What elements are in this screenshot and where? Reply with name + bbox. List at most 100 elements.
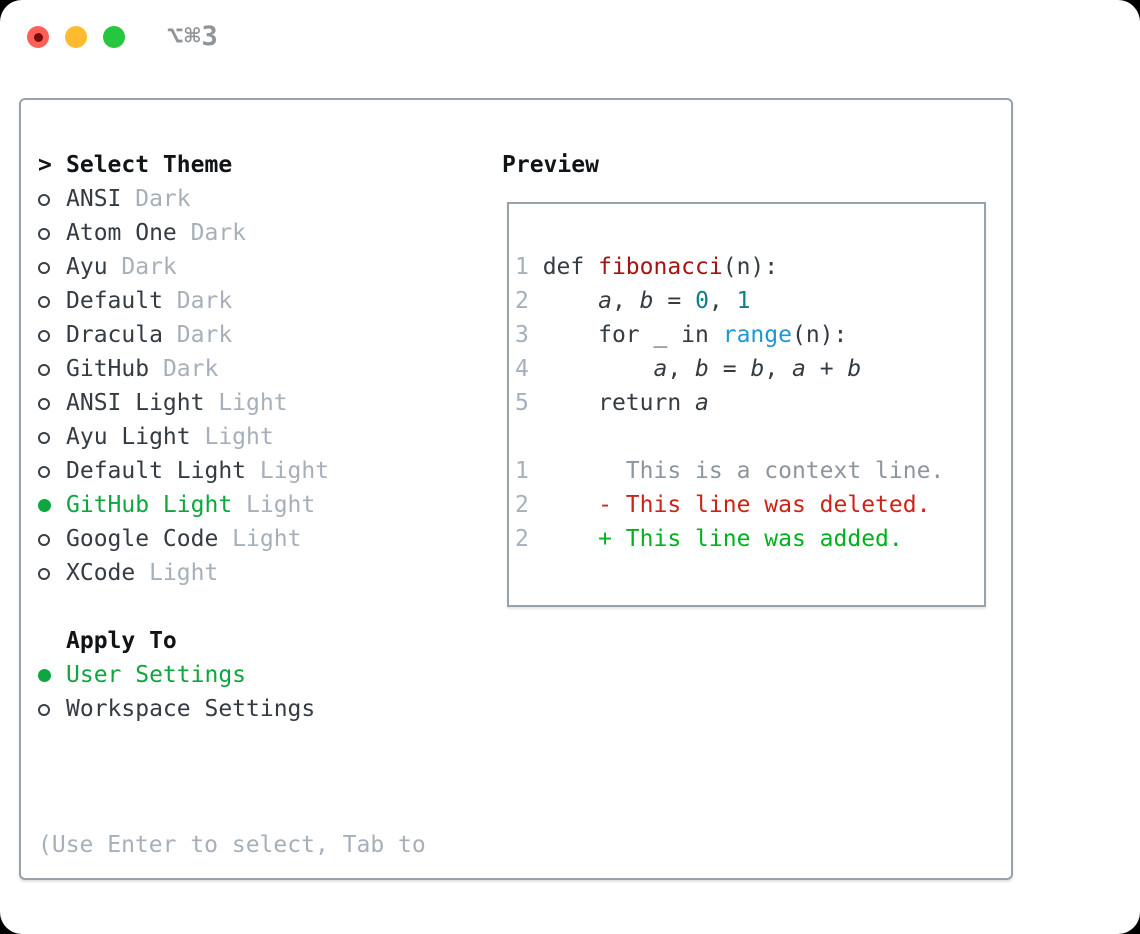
option-label: GitHub Light [66, 492, 233, 518]
code-line: 1 This is a context line. [515, 454, 984, 488]
radio-cell [38, 329, 66, 342]
token-var: a [653, 356, 668, 382]
radio-icon [38, 397, 50, 410]
token-text: (n): [791, 322, 848, 348]
theme-option-default-light[interactable]: Default Light Light [38, 454, 498, 488]
selection-prompt-icon: > [38, 152, 52, 178]
radio-icon [38, 329, 50, 342]
spacer [38, 726, 498, 760]
token-builtin: range [722, 322, 792, 348]
theme-option-atom-one[interactable]: Atom One Dark [38, 216, 498, 250]
code-line: 3 for _ in range(n): [515, 318, 984, 352]
radio-icon [38, 193, 50, 206]
theme-option-dracula[interactable]: Dracula Dark [38, 318, 498, 352]
option-label: User Settings [66, 662, 247, 688]
variant-tag: Light [232, 492, 316, 518]
radio-cell [38, 295, 66, 308]
token-text [543, 288, 598, 314]
token-text: , [708, 288, 737, 314]
minimize-button[interactable] [65, 26, 87, 48]
variant-tag: Dark [162, 288, 233, 314]
token-var: a [792, 356, 806, 382]
theme-option-google-code[interactable]: Google Code Light [38, 522, 498, 556]
line-number: 2 [515, 492, 543, 518]
variant-tag: Light [246, 458, 330, 484]
line-number: 5 [515, 390, 543, 416]
radio-cell [38, 465, 66, 478]
apply-to-title: Apply To [66, 628, 177, 654]
zoom-button[interactable] [103, 26, 125, 48]
token-var: b [639, 288, 654, 314]
variant-tag: Dark [107, 254, 177, 280]
theme-option-ayu[interactable]: Ayu Dark [38, 250, 498, 284]
code-line: 2 + This line was added. [515, 522, 984, 556]
option-label: Default Light [66, 458, 247, 484]
token-context: This is a context line. [542, 458, 945, 484]
radio-cell [38, 533, 66, 546]
line-number [515, 424, 543, 450]
variant-tag: Light [135, 560, 219, 586]
line-number: 2 [515, 288, 543, 314]
radio-cell [38, 193, 66, 206]
theme-option-ayu-light[interactable]: Ayu Light Light [38, 420, 498, 454]
apply-option-user-settings[interactable]: User Settings [38, 658, 498, 692]
token-text: , [611, 288, 640, 314]
line-number: 2 [515, 526, 543, 552]
token-text: def [542, 254, 599, 280]
code-line [515, 420, 984, 454]
theme-option-github-light[interactable]: GitHub Light Light [38, 488, 498, 522]
preview-title: Preview [502, 152, 599, 178]
variant-tag: Light [204, 390, 288, 416]
option-label: Ayu Light [66, 424, 191, 450]
radio-icon [38, 261, 50, 274]
token-number: 1 [736, 288, 751, 314]
line-number: 4 [515, 356, 543, 382]
theme-option-ansi[interactable]: ANSI Dark [38, 182, 498, 216]
traffic-lights [27, 26, 125, 48]
theme-option-ansi-light[interactable]: ANSI Light Light [38, 386, 498, 420]
code-line: 1 def fibonacci(n): [515, 250, 984, 284]
token-text: = [653, 288, 696, 314]
apply-option-workspace-settings[interactable]: Workspace Settings [38, 692, 498, 726]
token-function: fibonacci [598, 254, 723, 280]
radio-selected-icon [38, 499, 51, 512]
option-label: Default [66, 288, 163, 314]
line-number: 1 [515, 254, 543, 280]
radio-icon [38, 533, 50, 546]
code-line: 2 - This line was deleted. [515, 488, 984, 522]
theme-option-default[interactable]: Default Dark [38, 284, 498, 318]
token-text: = [708, 356, 751, 382]
variant-tag: Dark [162, 322, 233, 348]
radio-cell [38, 567, 66, 580]
token-text: , [667, 356, 696, 382]
theme-option-github[interactable]: GitHub Dark [38, 352, 498, 386]
radio-cell [38, 397, 66, 410]
radio-cell [38, 498, 66, 512]
theme-picker-title: Select Theme [66, 152, 233, 178]
token-text: , [764, 356, 793, 382]
token-var: b [847, 356, 862, 382]
token-text [543, 356, 654, 382]
token-text: + [805, 356, 848, 382]
option-label: GitHub [66, 356, 150, 382]
radio-cell [38, 668, 66, 682]
close-button[interactable] [27, 26, 49, 48]
line-number: 1 [515, 458, 543, 484]
option-label: XCode [66, 560, 136, 586]
theme-picker-header: > Select Theme [38, 148, 498, 182]
option-label: Atom One [66, 220, 177, 246]
variant-tag: Light [218, 526, 302, 552]
radio-cell [38, 261, 66, 274]
theme-option-xcode[interactable]: XCode Light [38, 556, 498, 590]
radio-cell [38, 363, 66, 376]
token-text: for _ in [542, 322, 723, 348]
variant-tag: Light [190, 424, 274, 450]
apply-to-header: Apply To [38, 624, 498, 658]
token-number: 0 [695, 288, 709, 314]
spacer [38, 590, 498, 624]
